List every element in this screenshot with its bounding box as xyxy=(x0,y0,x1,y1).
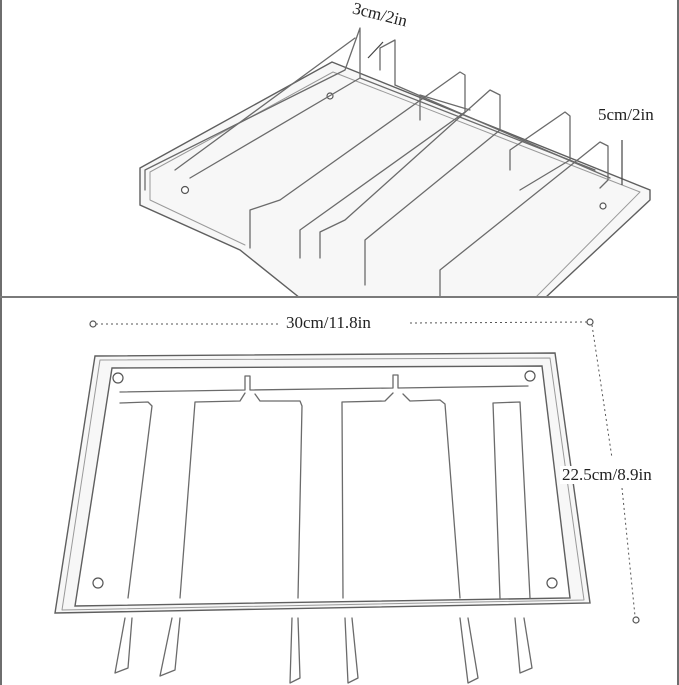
rail-3b xyxy=(402,393,461,599)
rack-frame-side xyxy=(149,171,246,246)
width-dim-start xyxy=(89,320,97,328)
rail xyxy=(439,141,609,298)
rail-tip xyxy=(114,617,133,674)
rack-top-view-drawing xyxy=(54,318,640,684)
rail-2a xyxy=(179,392,246,599)
depth-label: 22.5cm/8.9in xyxy=(560,465,654,484)
rail-tip xyxy=(289,617,301,684)
rail-3a xyxy=(341,392,394,599)
rail-4 xyxy=(492,401,531,599)
top-view-panel: 30cm/11.8in 22.5cm/8.9in xyxy=(0,298,679,685)
rail xyxy=(174,37,356,171)
rail-tip xyxy=(459,617,479,684)
rack-rails xyxy=(144,27,611,298)
rack-base-frame xyxy=(139,61,651,298)
width-dim-line-right xyxy=(409,321,588,324)
rack-perspective-drawing xyxy=(139,27,651,298)
rail xyxy=(509,111,571,191)
corner-hole-top-right xyxy=(524,370,536,382)
mount-hole xyxy=(599,202,607,210)
rail xyxy=(379,39,396,86)
mount-hole xyxy=(180,185,190,195)
corner-hole-top-left xyxy=(112,372,124,384)
corner-hole-bottom-left xyxy=(92,577,104,589)
rack-frame-edge xyxy=(61,357,585,611)
rail-1 xyxy=(119,401,153,599)
rack-rails xyxy=(119,392,531,599)
height-label: 5cm/2in xyxy=(598,105,654,124)
panel-divider xyxy=(0,296,679,299)
perspective-view-panel: 3cm/2in 5cm/2in xyxy=(0,0,679,298)
depth-dim-line-bottom xyxy=(621,487,636,617)
rail-tip xyxy=(344,617,359,684)
bar-spacing-dim-line xyxy=(367,41,384,59)
top-crossbar xyxy=(119,374,529,393)
rail-tip xyxy=(514,617,533,674)
rail-tip xyxy=(159,617,181,677)
rail xyxy=(359,77,596,171)
corner-hole-bottom-right xyxy=(546,577,558,589)
width-dim-end xyxy=(586,318,594,326)
rail-2b xyxy=(254,393,303,599)
width-label: 30cm/11.8in xyxy=(284,313,373,332)
rail xyxy=(249,71,466,259)
rail xyxy=(144,27,361,191)
rail xyxy=(319,89,501,286)
rail-tips xyxy=(114,617,533,684)
rail xyxy=(419,94,471,121)
depth-dim-end xyxy=(632,616,640,624)
depth-dim-line-top xyxy=(591,324,613,459)
